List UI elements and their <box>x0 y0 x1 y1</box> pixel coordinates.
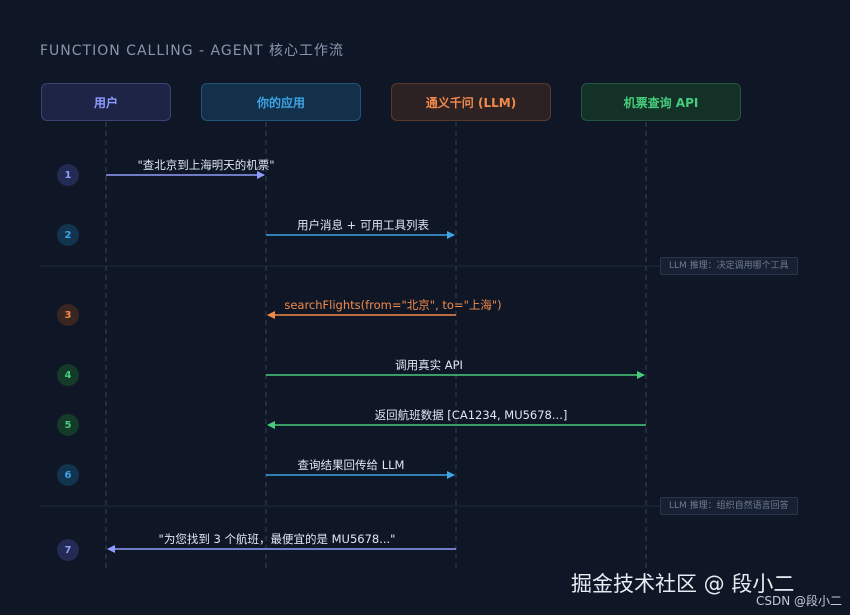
actor-api: 机票查询 API <box>581 83 741 121</box>
step-number-2: 2 <box>57 224 79 246</box>
actor-llm: 通义千问 (LLM) <box>391 83 551 121</box>
actor-app: 你的应用 <box>201 83 361 121</box>
actor-user: 用户 <box>41 83 171 121</box>
step-number-3: 3 <box>57 304 79 326</box>
message-label-3: searchFlights(from="北京", to="上海") <box>284 298 502 312</box>
note-llm-reasoning-2: LLM 推理：组织自然语言回答 <box>660 497 798 515</box>
step-number-5: 5 <box>57 414 79 436</box>
watermark: 掘金技术社区 @ 段小二 <box>571 572 795 596</box>
message-label-1: "查北京到上海明天的机票" <box>137 158 275 172</box>
message-label-6: 查询结果回传给 LLM <box>297 458 405 472</box>
diagram-title: FUNCTION CALLING - AGENT 核心工作流 <box>40 43 345 59</box>
message-label-2: 用户消息 + 可用工具列表 <box>297 218 429 232</box>
message-label-7: "为您找到 3 个航班，最便宜的是 MU5678..." <box>158 532 396 546</box>
step-number-6: 6 <box>57 464 79 486</box>
step-number-1: 1 <box>57 164 79 186</box>
step-number-7: 7 <box>57 539 79 561</box>
csdn-credit: CSDN @段小二 <box>755 594 842 608</box>
message-label-4: 调用真实 API <box>395 358 463 372</box>
message-label-5: 返回航班数据 [CA1234, MU5678...] <box>374 408 568 422</box>
note-llm-reasoning-1: LLM 推理：决定调用哪个工具 <box>660 257 798 275</box>
step-number-4: 4 <box>57 364 79 386</box>
